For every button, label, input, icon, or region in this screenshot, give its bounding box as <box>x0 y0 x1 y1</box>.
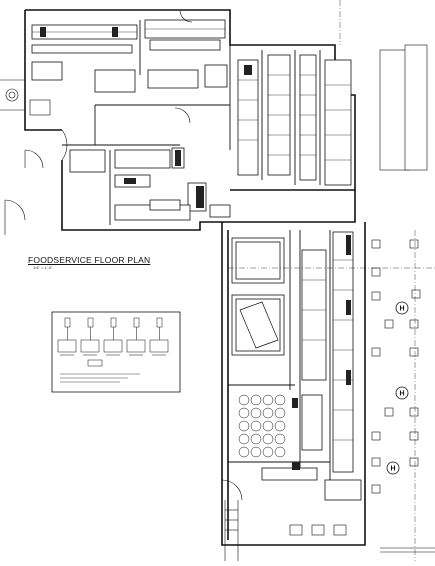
legend-detail-panel <box>57 317 77 356</box>
column-grid <box>228 0 435 561</box>
storage-racks <box>238 394 286 458</box>
door-swings <box>4 9 243 501</box>
plumbing-left <box>0 79 51 116</box>
h-marker-labels: H H H <box>390 306 404 473</box>
legend-detail-panel <box>126 317 146 356</box>
plan-scale: 1/4" = 1'-0" <box>33 265 53 270</box>
h-marker-label: H <box>390 466 395 473</box>
equipment-detail <box>32 28 353 441</box>
plan-title: FOODSERVICE FLOOR PLAN <box>28 255 151 265</box>
dining-tables <box>289 44 428 536</box>
legend-detail-panel <box>149 317 169 356</box>
bottom-stair <box>224 500 435 561</box>
legend-items <box>57 317 169 356</box>
dark-equipment <box>40 27 351 470</box>
legend-detail-panel <box>80 317 100 356</box>
legend-detail-panel <box>103 317 123 356</box>
h-marker-label: H <box>399 306 404 313</box>
legend-panel <box>51 311 181 393</box>
h-marker-label: H <box>399 391 404 398</box>
h-markers <box>386 301 409 475</box>
interior-partitions <box>62 20 331 480</box>
